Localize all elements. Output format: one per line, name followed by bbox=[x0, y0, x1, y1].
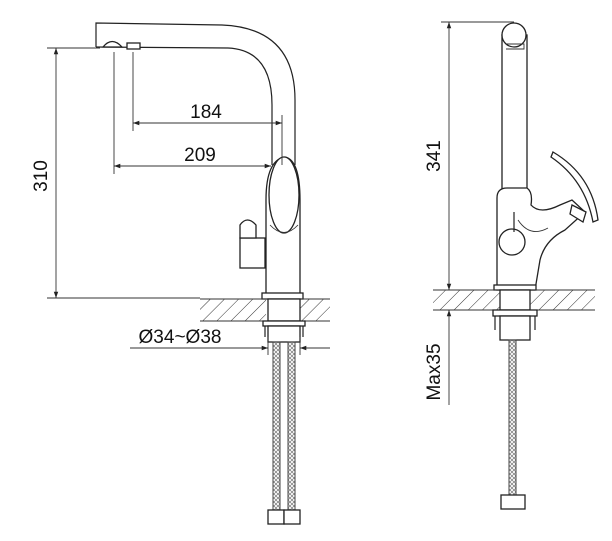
dimension-label: 184 bbox=[190, 102, 222, 123]
dimension-310: 310 bbox=[31, 47, 200, 299]
dimension-label: 310 bbox=[31, 160, 52, 192]
aerator-icon bbox=[101, 40, 124, 48]
spout bbox=[95, 22, 296, 165]
mounting-hardware-side bbox=[492, 309, 538, 341]
dimension-max35: Max35 bbox=[424, 310, 452, 405]
handle-lever bbox=[550, 151, 599, 223]
front-view: 310 184 209 Ø34~Ø38 bbox=[31, 22, 330, 525]
handle-lever bbox=[268, 156, 300, 234]
aerator-icon bbox=[126, 42, 141, 50]
countertop-side bbox=[433, 289, 595, 311]
dimension-209: 209 bbox=[113, 52, 271, 174]
dimension-hole-diameter: Ø34~Ø38 bbox=[130, 327, 330, 355]
dimension-label: 209 bbox=[184, 145, 216, 166]
mounting-hardware bbox=[262, 320, 306, 343]
base-plate bbox=[493, 284, 537, 291]
dimension-label: Ø34~Ø38 bbox=[139, 327, 222, 348]
dimension-341: 341 bbox=[424, 21, 514, 290]
base-plate bbox=[261, 292, 304, 300]
supply-hose-side bbox=[500, 339, 526, 510]
dimension-184: 184 bbox=[132, 52, 283, 165]
dimension-label: Max35 bbox=[424, 343, 445, 400]
countertop bbox=[200, 298, 330, 322]
supply-hoses bbox=[267, 341, 301, 525]
dimension-label: 341 bbox=[424, 140, 445, 172]
side-view: 341 Max35 bbox=[424, 21, 599, 510]
faucet-body-side bbox=[493, 22, 599, 291]
faucet-body bbox=[239, 156, 304, 300]
